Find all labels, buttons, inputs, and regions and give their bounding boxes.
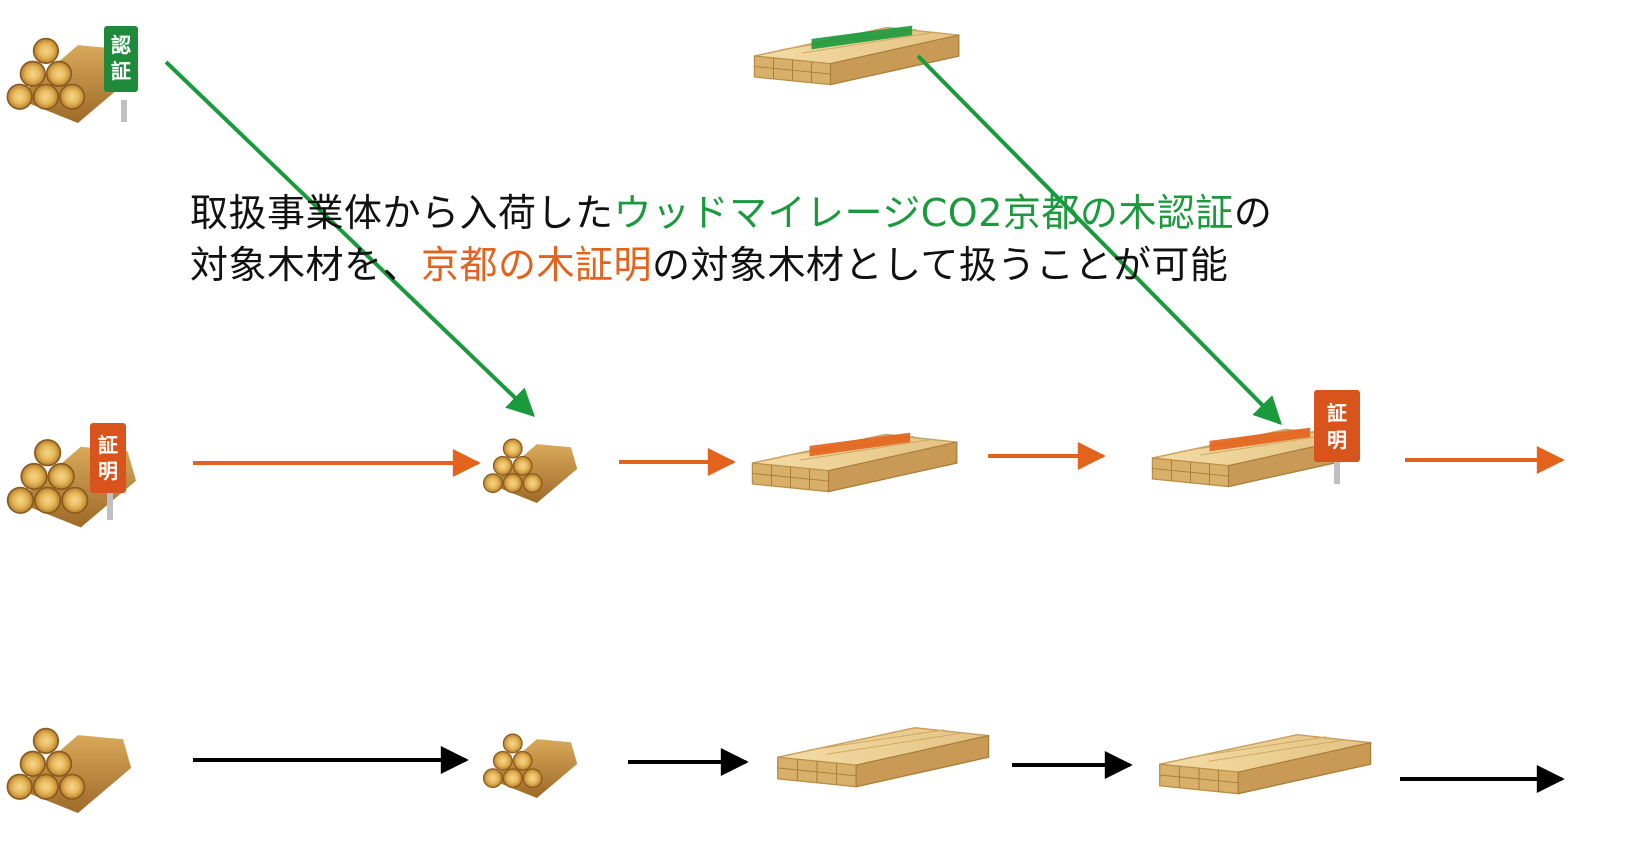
lumber-stack-icon	[751, 432, 958, 493]
sign-char: 明	[98, 459, 118, 483]
certificate-sign-icon: 証 明	[1314, 390, 1360, 484]
green-arrow	[164, 60, 536, 417]
log-pile-icon	[6, 727, 133, 814]
certificate-sign-icon: 証 明	[90, 423, 126, 520]
log-pile-icon	[482, 733, 578, 799]
certified-lumber-stack-icon	[753, 25, 960, 86]
sign-char: 証	[98, 433, 118, 457]
certification-sign-icon: 認 証	[104, 26, 138, 122]
lumber-stack-icon	[1151, 427, 1358, 488]
caption-text: 対象木材を、	[190, 243, 422, 287]
caption-line-2: 対象木材を、京都の木証明の対象木材として扱うことが可能	[190, 239, 1272, 291]
sign-char: 証	[1327, 401, 1347, 425]
lumber-stack-icon	[777, 727, 990, 788]
caption-line-1: 取扱事業体から入荷したウッドマイレージCO2京都の木認証の	[190, 187, 1272, 239]
orange-certificate-name: 京都の木証明	[421, 243, 653, 287]
lumber-stack-icon	[1159, 734, 1372, 795]
caption-text: 取扱事業体から入荷した	[190, 191, 614, 235]
caption: 取扱事業体から入荷したウッドマイレージCO2京都の木認証の 対象木材を、京都の木…	[190, 187, 1272, 291]
caption-text: の対象木材として扱うことが可能	[652, 243, 1229, 287]
sign-char: 証	[111, 59, 131, 83]
sign-char: 認	[111, 33, 131, 57]
caption-text: の	[1233, 191, 1273, 235]
green-arrow	[916, 54, 1282, 425]
log-pile-icon	[482, 438, 578, 504]
green-certification-name: ウッドマイレージCO2京都の木認証	[613, 191, 1234, 235]
sign-char: 明	[1327, 428, 1347, 452]
